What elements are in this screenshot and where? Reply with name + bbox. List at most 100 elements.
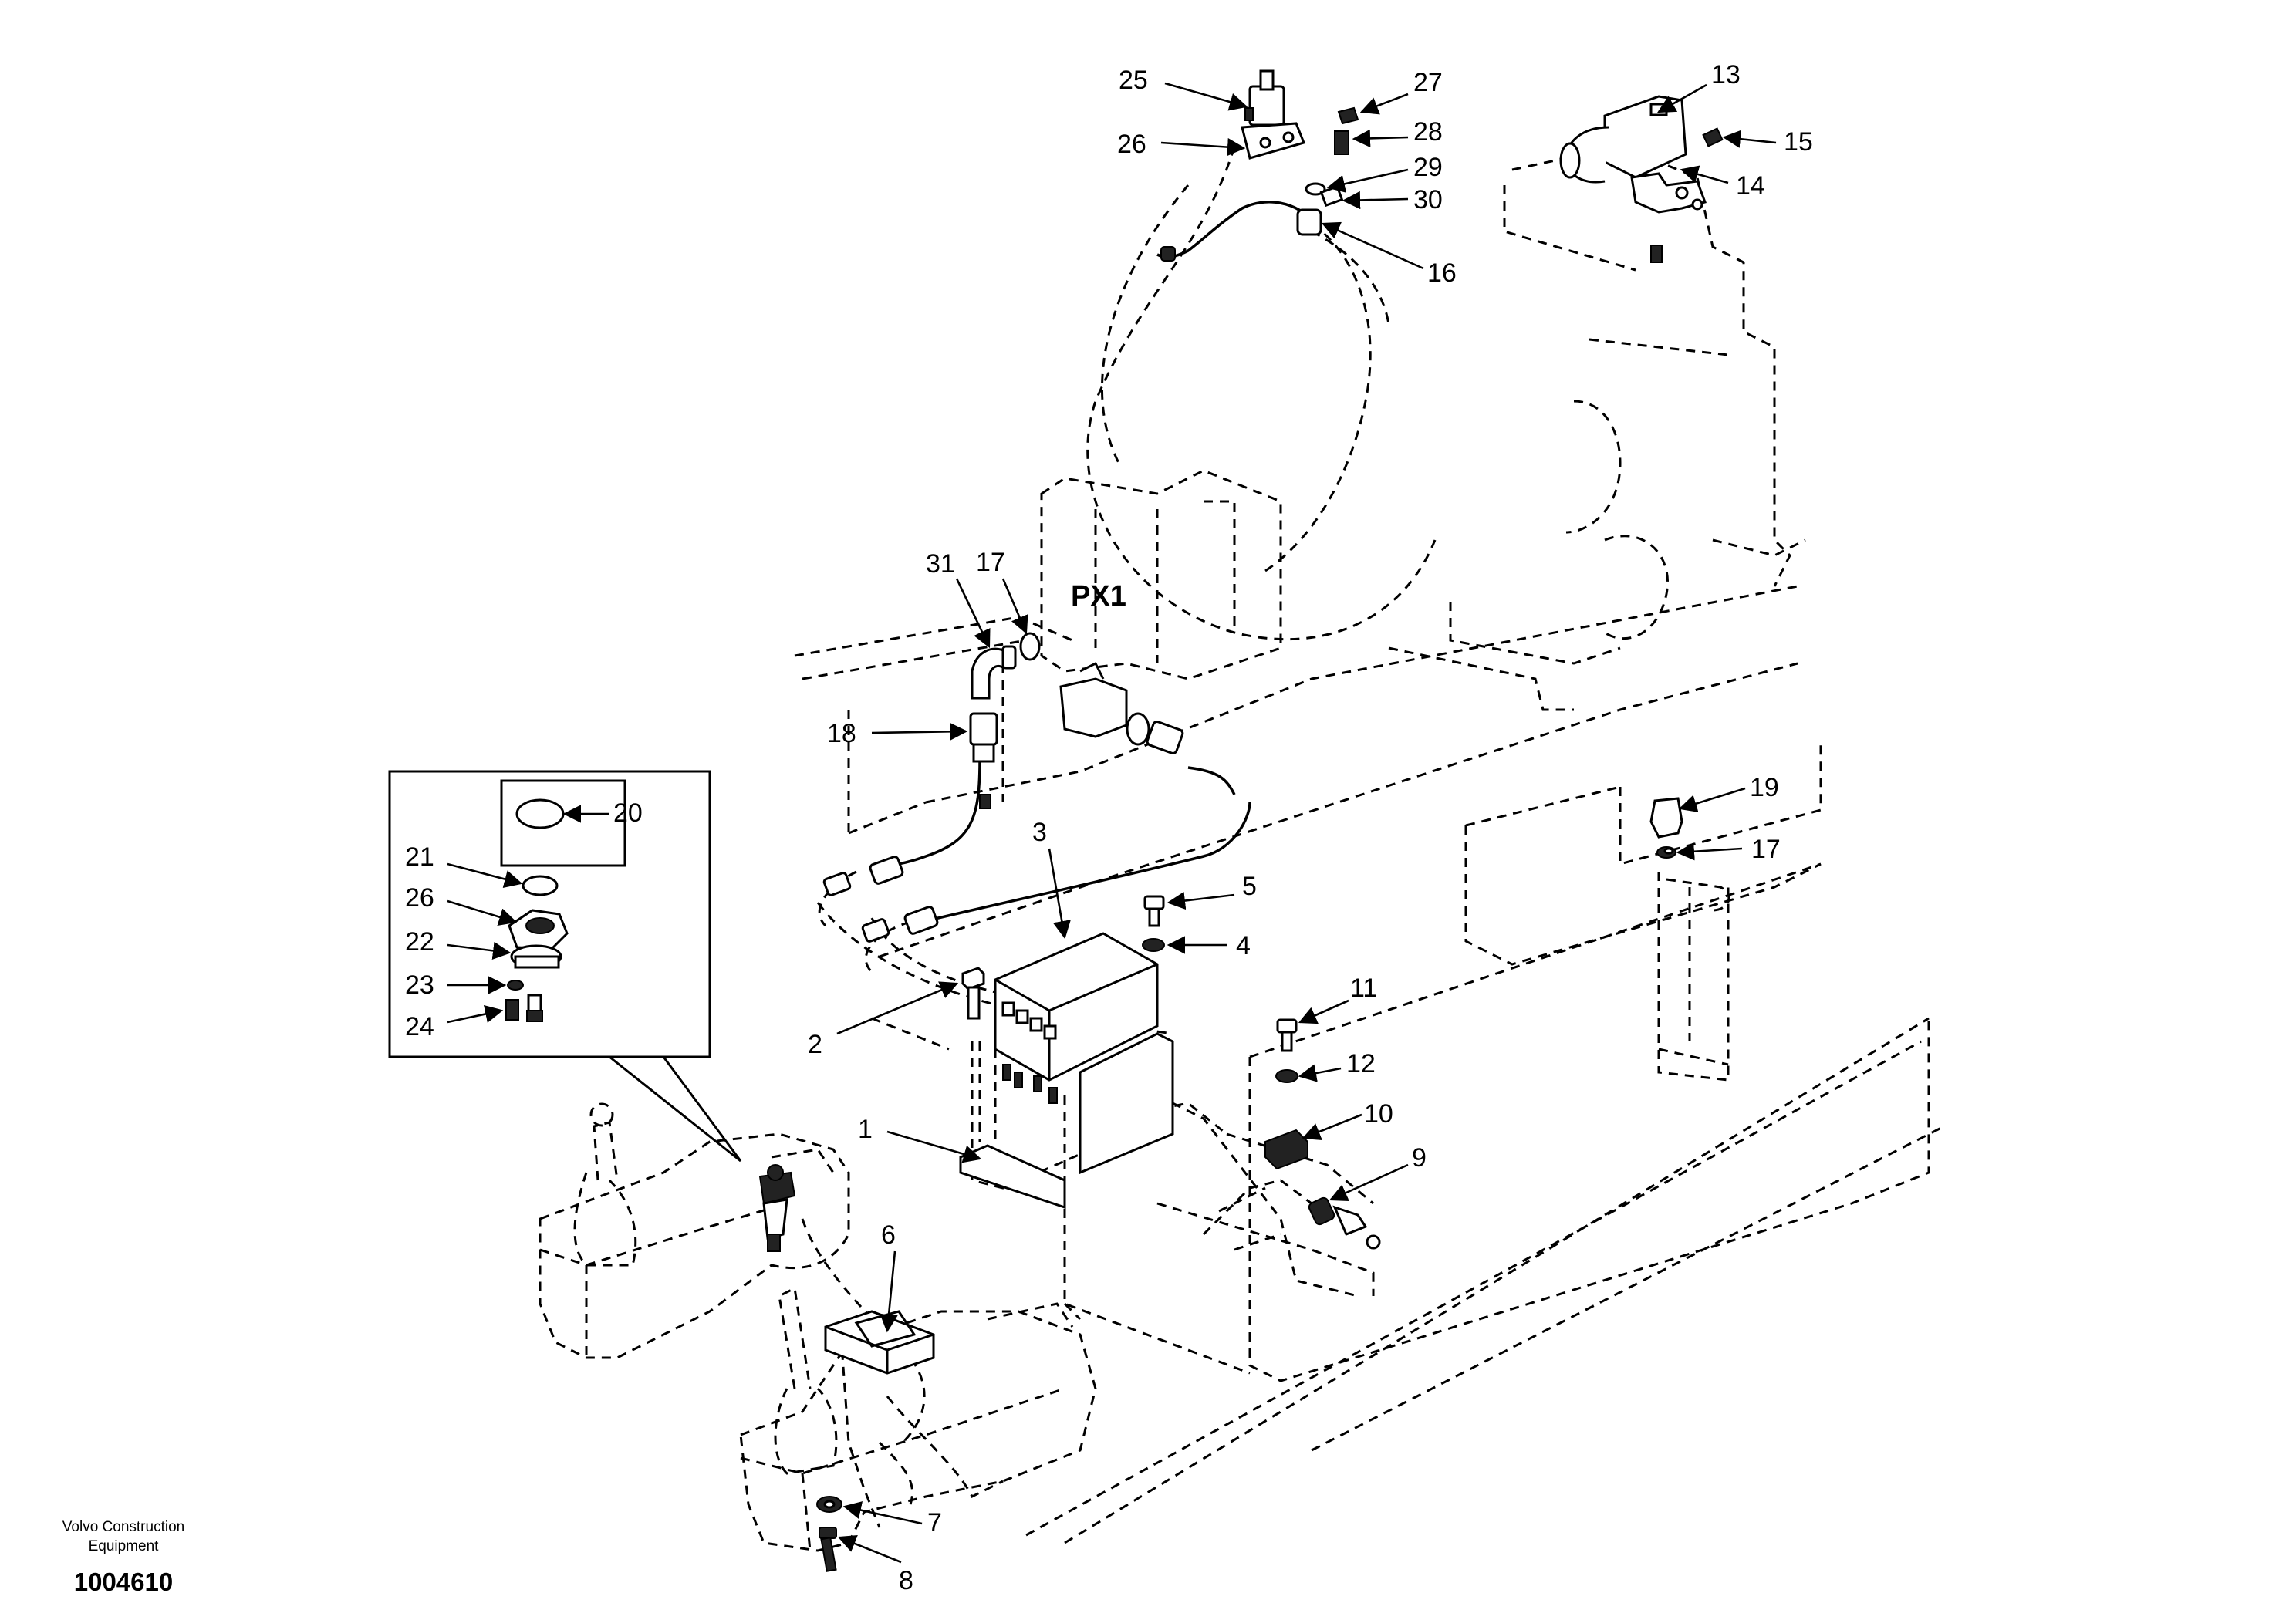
callout-label-23: 23 xyxy=(405,970,434,1000)
callout-label-13: 13 xyxy=(1711,60,1741,89)
part-cushion-6 xyxy=(824,1310,935,1375)
part-pressure-switch-26 xyxy=(1244,69,1285,127)
callout-27: 26 xyxy=(1117,130,1246,159)
callout-label-2: 2 xyxy=(808,1030,822,1059)
callout-label-11: 11 xyxy=(1350,974,1377,1003)
part-sensor-19 xyxy=(1649,797,1683,859)
callout-label-6: 6 xyxy=(881,1220,896,1250)
callout-18: 18 xyxy=(827,719,968,748)
callout-10: 10 xyxy=(1302,1099,1393,1141)
callout-4: 4 xyxy=(1167,931,1251,960)
callout-3: 3 xyxy=(1032,818,1071,940)
part-bolt-11 xyxy=(1276,1018,1298,1052)
callout-label-10: 10 xyxy=(1364,1099,1393,1129)
callout-19: 19 xyxy=(1678,773,1779,812)
part-washer-12 xyxy=(1275,1069,1298,1083)
callout-label-15: 15 xyxy=(1784,127,1813,157)
callout-7: 7 xyxy=(842,1501,942,1537)
part-connector-16 xyxy=(1160,208,1322,262)
callout-14: 14 xyxy=(1680,165,1765,201)
callout-28: 27 xyxy=(1359,68,1443,115)
detail-inset xyxy=(388,770,742,1163)
part-bolt-5 xyxy=(1143,895,1165,927)
callout-label-8: 8 xyxy=(899,1566,913,1595)
callout-label-14: 14 xyxy=(1736,171,1765,201)
callout-label-22: 22 xyxy=(405,927,434,957)
part-control-unit-3 xyxy=(994,932,1159,1082)
connector-label-px1: PX1 xyxy=(1071,580,1126,613)
callout-20: 20 xyxy=(562,798,643,828)
callout-label-4: 4 xyxy=(1236,931,1251,960)
part-horn-switch-console xyxy=(758,1164,796,1252)
callout-label-25: 26 xyxy=(405,883,434,913)
callout-label-18: 18 xyxy=(827,719,856,748)
callout-label-20: 20 xyxy=(613,798,643,828)
callout-29: 28 xyxy=(1352,117,1443,148)
part-bolt-29 xyxy=(1334,130,1349,155)
callout-25: 26 xyxy=(405,883,518,926)
part-nut-28 xyxy=(1337,106,1359,125)
callout-label-1: 1 xyxy=(858,1115,873,1144)
callout-12: 12 xyxy=(1298,1049,1376,1082)
callout-32: 31 xyxy=(926,549,991,649)
callout-13: 13 xyxy=(1656,60,1741,113)
part-bolt-8 xyxy=(819,1527,837,1572)
callout-label-29: 28 xyxy=(1413,117,1443,147)
callout-label-17-upper: 17 xyxy=(976,548,1005,577)
part-connectors-harness xyxy=(822,856,939,943)
part-relay-13 xyxy=(1559,95,1687,184)
callout-label-16: 16 xyxy=(1427,258,1457,288)
drawing-number: 1004610 xyxy=(74,1568,173,1596)
callout-24: 24 xyxy=(405,1004,504,1041)
callout-label-30: 29 xyxy=(1413,153,1443,182)
callout-5: 5 xyxy=(1167,872,1257,910)
part-o-ring-17a xyxy=(1019,632,1041,661)
part-wiring-9 xyxy=(1202,1179,1312,1251)
part-washer-4 xyxy=(1142,938,1165,952)
left-joystick-console xyxy=(539,1102,850,1359)
callout-label-24: 24 xyxy=(405,1012,434,1041)
callout-30: 29 xyxy=(1326,153,1443,193)
part-bolt-2 xyxy=(961,967,985,1020)
callout-label-26: 25 xyxy=(1119,66,1148,95)
callout-label-32: 31 xyxy=(926,549,955,579)
callout-15: 15 xyxy=(1722,127,1813,157)
callout-16: 16 xyxy=(1321,221,1457,288)
publisher-credit-line1: Volvo Construction xyxy=(62,1519,184,1535)
callout-label-19: 19 xyxy=(1750,773,1779,802)
callout-label-12: 12 xyxy=(1346,1049,1376,1078)
callout-9: 9 xyxy=(1329,1143,1427,1202)
callout-label-27: 26 xyxy=(1117,130,1146,159)
callout-6: 6 xyxy=(880,1220,898,1333)
callout-1: 1 xyxy=(858,1115,982,1163)
publisher-credit-line2: Equipment xyxy=(89,1538,160,1554)
part-harness-14 xyxy=(1630,172,1707,263)
part-sensor-18 xyxy=(969,712,998,809)
callout-17-right: 17 xyxy=(1676,835,1781,864)
callout-8: 8 xyxy=(837,1534,913,1595)
callout-21: 21 xyxy=(405,842,523,888)
part-switch-9 xyxy=(1308,1196,1381,1250)
callout-23: 23 xyxy=(405,970,507,1000)
callout-label-28: 27 xyxy=(1413,68,1443,97)
callout-11: 11 xyxy=(1298,974,1377,1024)
callout-label-17-right: 17 xyxy=(1751,835,1781,864)
part-elbow-32 xyxy=(971,645,1017,700)
callout-label-9: 9 xyxy=(1412,1143,1427,1173)
callout-26: 25 xyxy=(1119,66,1248,111)
callout-2: 2 xyxy=(808,981,959,1059)
part-screw-15 xyxy=(1702,127,1724,147)
part-relay-10 xyxy=(1264,1129,1308,1170)
callout-31: 30 xyxy=(1342,185,1443,214)
callout-label-31: 30 xyxy=(1413,185,1443,214)
part-washer-7 xyxy=(816,1496,842,1513)
callout-label-3: 3 xyxy=(1032,818,1047,847)
callout-label-21: 21 xyxy=(405,842,434,872)
part-fitting-px1 xyxy=(1059,661,1184,754)
part-mounting-bracket-1 xyxy=(959,1032,1174,1210)
callout-17-upper: 17 xyxy=(976,548,1028,635)
callout-22: 22 xyxy=(405,927,512,960)
part-bracket-27 xyxy=(1241,122,1306,160)
callout-label-5: 5 xyxy=(1242,872,1257,901)
